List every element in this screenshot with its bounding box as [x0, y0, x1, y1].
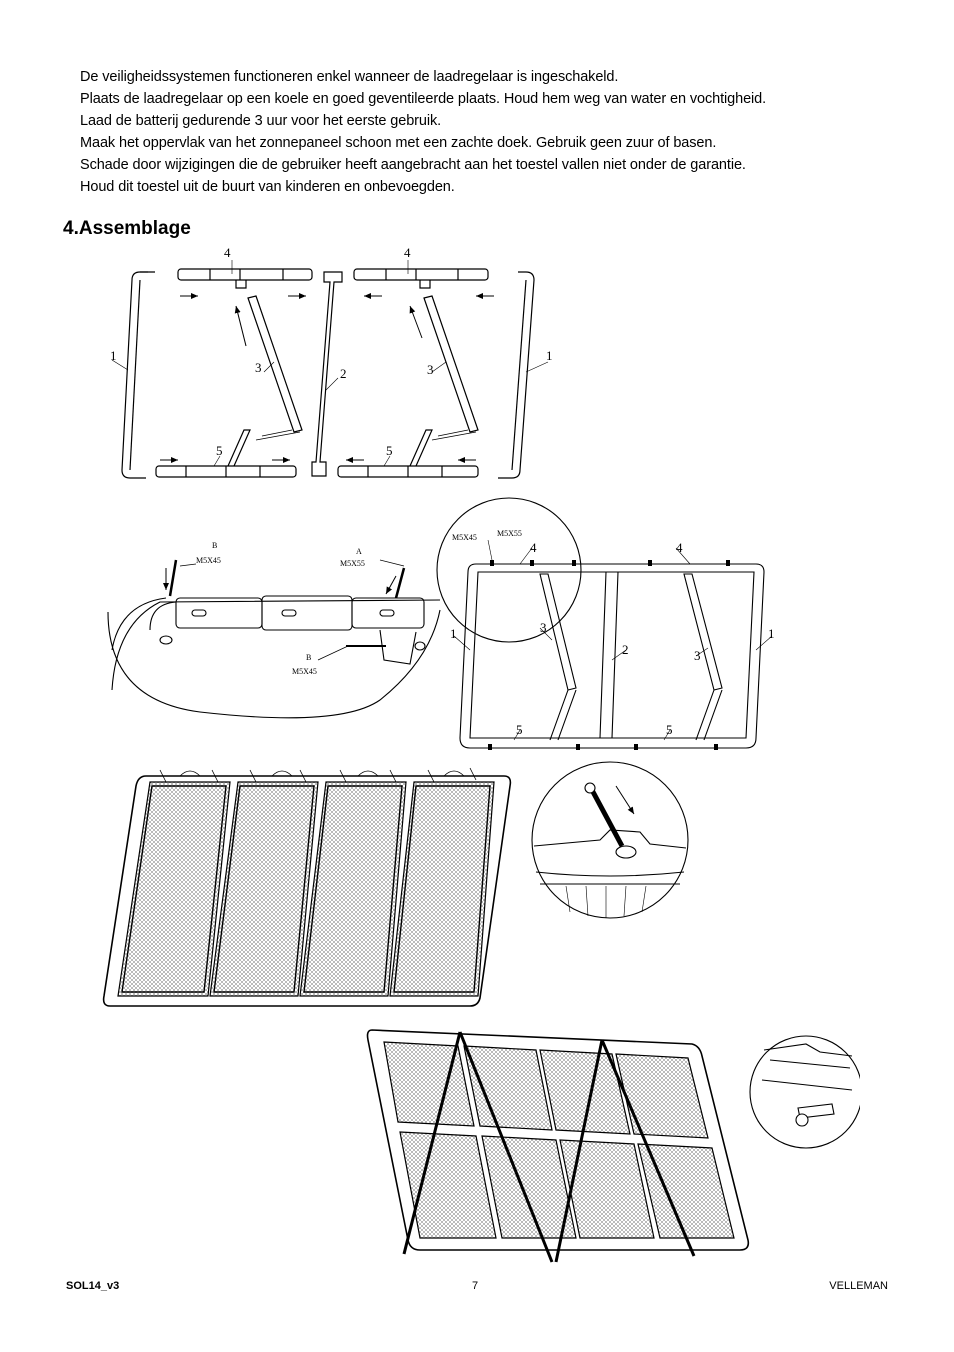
- part-label: 3: [427, 362, 434, 377]
- exploded-frame-diagram: [111, 260, 549, 479]
- part-label: 5: [516, 722, 523, 737]
- bolt-detail-diagram: [107, 559, 441, 719]
- screw-closeup-diagram: [531, 761, 689, 919]
- instruction-item: Maak het oppervlak van het zonnepaneel s…: [80, 135, 717, 151]
- assembled-frame-diagram: [436, 497, 773, 750]
- bolt-size-label: M5X45: [292, 667, 317, 676]
- instruction-item: De veiligheidssystemen functioneren enke…: [80, 69, 619, 85]
- part-label: 1: [110, 348, 117, 363]
- instruction-item: Houd dit toestel uit de buurt van kinder…: [80, 179, 455, 195]
- part-label: 1: [546, 348, 553, 363]
- bolt-label: B: [212, 541, 217, 550]
- footer-model: SOL14_v3: [66, 1280, 120, 1292]
- bolt-label: B: [306, 653, 311, 662]
- bolt-size-label: M5X55: [497, 529, 522, 538]
- part-label: 4: [676, 540, 683, 555]
- standing-panel-diagram: [366, 1029, 750, 1263]
- part-label: 4: [530, 540, 537, 555]
- section-title: 4.Assemblage: [63, 218, 191, 239]
- part-label: 5: [386, 443, 393, 458]
- bolt-size-label: M5X45: [196, 556, 221, 565]
- bracket-closeup-diagram: [749, 1035, 860, 1149]
- footer-brand: VELLEMAN: [829, 1280, 888, 1292]
- part-label: 4: [404, 245, 411, 260]
- part-label: 3: [255, 360, 262, 375]
- bolt-size-label: M5X45: [452, 533, 477, 542]
- part-label: 2: [622, 642, 629, 657]
- part-label: 1: [450, 626, 457, 641]
- part-label: 1: [768, 626, 775, 641]
- part-label: 3: [694, 648, 701, 663]
- solar-panels-diagram: [102, 767, 512, 1007]
- part-label: 3: [540, 620, 547, 635]
- bolt-label: A: [356, 547, 362, 556]
- footer-page-number: 7: [472, 1280, 479, 1292]
- part-label: 5: [216, 443, 223, 458]
- part-label: 5: [666, 722, 673, 737]
- assembly-illustration: 4 4 1 1 3 2 3 5 5 B M5X45 A M5X55 B M5X4…: [102, 245, 860, 1263]
- part-label: 2: [340, 366, 347, 381]
- instruction-item: Plaats de laadregelaar op een koele en g…: [80, 91, 767, 107]
- bolt-size-label: M5X55: [340, 559, 365, 568]
- instruction-item: Schade door wijzigingen die de gebruiker…: [80, 157, 746, 173]
- safety-instructions: De veiligheidssystemen functioneren enke…: [80, 66, 920, 198]
- instruction-item: Laad de batterij gedurende 3 uur voor he…: [80, 113, 442, 129]
- part-label: 4: [224, 245, 231, 260]
